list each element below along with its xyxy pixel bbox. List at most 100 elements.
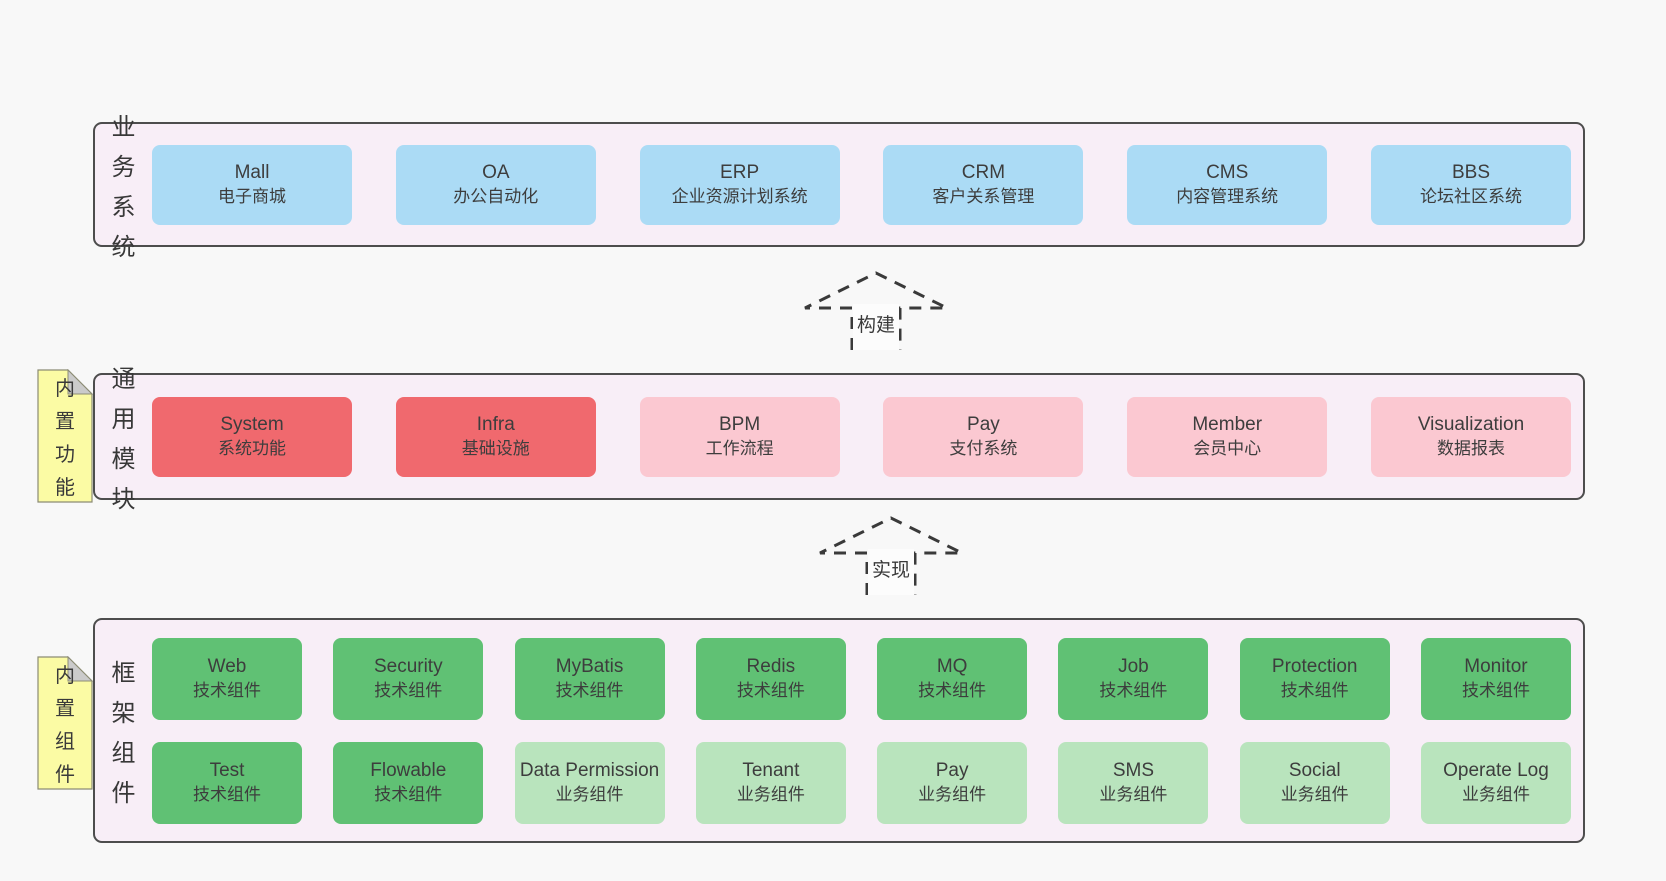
note-shape-icon bbox=[37, 369, 93, 503]
up-arrow-icon bbox=[804, 271, 948, 350]
node-name-zh: 业务组件 bbox=[1461, 784, 1530, 804]
up-arrow-icon bbox=[819, 516, 963, 595]
node-name-en: Job bbox=[1118, 656, 1149, 678]
node-name-zh: 数据报表 bbox=[1436, 438, 1505, 458]
layer-label-char: 统 bbox=[111, 234, 136, 261]
node-name-en: MQ bbox=[936, 656, 968, 678]
note-shape-icon bbox=[37, 656, 93, 790]
node-name-zh: 技术组件 bbox=[555, 680, 624, 700]
arrow-build-label: 构建 bbox=[853, 304, 899, 350]
node-name-zh: 业务组件 bbox=[1280, 784, 1349, 804]
node-name-en: Web bbox=[207, 656, 247, 678]
node-name-zh: 技术组件 bbox=[1461, 680, 1530, 700]
node-name-en: BPM bbox=[719, 414, 761, 436]
node-name-en: Pay bbox=[967, 414, 1000, 436]
layer-label-char: 务 bbox=[111, 154, 136, 181]
node-name-zh: 会员中心 bbox=[1193, 438, 1262, 458]
sticky-tab-framework: 内置组件 bbox=[37, 656, 93, 790]
layer-label-char: 系 bbox=[111, 194, 136, 221]
node-name-en: SMS bbox=[1112, 760, 1154, 782]
node-name-zh: 基础设施 bbox=[461, 438, 530, 458]
node-name-zh: 企业资源计划系统 bbox=[671, 186, 808, 206]
node-name-zh: 办公自动化 bbox=[453, 186, 539, 206]
arrow-implement: 实现 bbox=[818, 515, 964, 595]
node-name-en: Visualization bbox=[1417, 414, 1525, 436]
node-name-zh: 技术组件 bbox=[374, 680, 443, 700]
node-name-en: Flowable bbox=[370, 760, 447, 782]
arrow-build: 构建 bbox=[803, 270, 949, 350]
node-name-en: BBS bbox=[1451, 162, 1490, 184]
node-name-en: Member bbox=[1192, 414, 1263, 436]
node-name-en: Redis bbox=[746, 656, 796, 678]
node-name-en: Tenant bbox=[742, 760, 800, 782]
node-name-zh: 业务组件 bbox=[736, 784, 805, 804]
node-name-en: Pay bbox=[935, 760, 969, 782]
sticky-tab-label: 内置功能 bbox=[55, 378, 75, 499]
node-name-zh: 电子商城 bbox=[218, 186, 286, 206]
node-name-en: Operate Log bbox=[1443, 760, 1549, 782]
node-name-zh: 技术组件 bbox=[918, 680, 987, 700]
layer-label-char: 架 bbox=[111, 700, 136, 727]
layer-label-char: 用 bbox=[111, 406, 136, 433]
node-name-en: MyBatis bbox=[555, 656, 624, 678]
node-name-en: CRM bbox=[961, 162, 1006, 184]
node-name-en: System bbox=[220, 414, 284, 436]
node-name-zh: 系统功能 bbox=[218, 438, 286, 458]
sticky-tab-modules: 内置功能 bbox=[37, 369, 93, 503]
arrow-implement-label: 实现 bbox=[868, 549, 914, 595]
node-name-en: Mall bbox=[234, 162, 270, 184]
layer-label-modules: 通用模块 bbox=[95, 366, 152, 513]
node-name-en: Data Permission bbox=[519, 760, 660, 782]
node-name-zh: 客户关系管理 bbox=[932, 186, 1035, 206]
node-name-zh: 技术组件 bbox=[374, 784, 443, 804]
layer-label-char: 通 bbox=[111, 366, 136, 393]
node-name-en: Social bbox=[1288, 760, 1341, 782]
node-name-zh: 支付系统 bbox=[949, 438, 1018, 458]
node-name-en: Infra bbox=[476, 414, 515, 436]
layer-label-char: 业 bbox=[111, 114, 136, 141]
node-name-zh: 业务组件 bbox=[1099, 784, 1168, 804]
node-name-en: CMS bbox=[1206, 162, 1249, 184]
node-name-zh: 业务组件 bbox=[918, 784, 987, 804]
layer-label-char: 块 bbox=[111, 486, 136, 513]
node-name-en: Security bbox=[373, 656, 443, 678]
node-name-zh: 技术组件 bbox=[193, 680, 261, 700]
node-name-en: OA bbox=[482, 162, 510, 184]
node-name-en: ERP bbox=[720, 162, 760, 184]
